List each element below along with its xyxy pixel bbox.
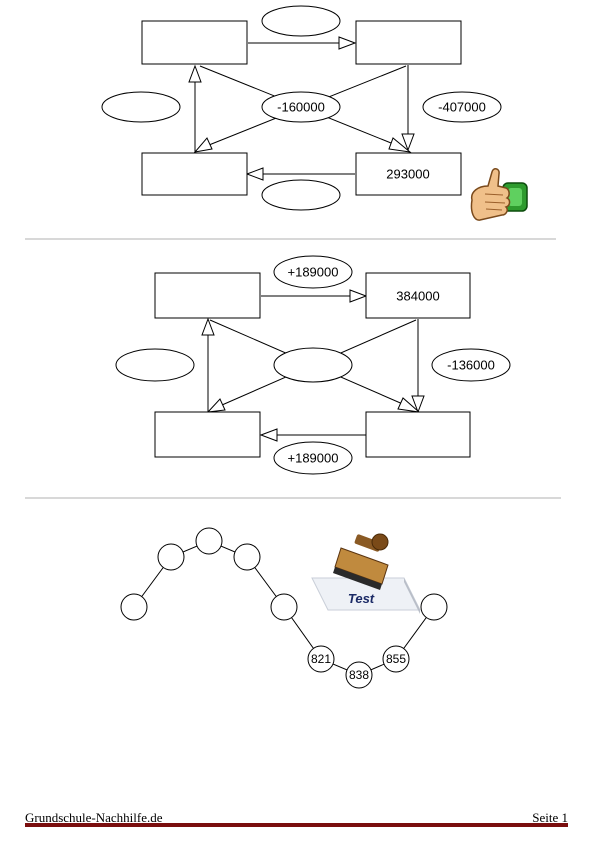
chain-circle[interactable]	[120, 593, 148, 621]
chain-circle[interactable]	[345, 661, 373, 689]
oval-right[interactable]	[431, 348, 511, 382]
oval-left[interactable]	[101, 91, 181, 123]
rubber-stamp-icon[interactable]: Test	[311, 533, 421, 614]
box-bottom-right[interactable]	[365, 411, 471, 458]
chain-circle[interactable]	[420, 593, 448, 621]
oval-right-value: -407000	[438, 100, 486, 115]
oval-left[interactable]	[115, 348, 195, 382]
footer-site-link[interactable]: Grundschule-Nachhilfe.de	[25, 810, 163, 825]
arrowhead	[401, 133, 415, 152]
diagram-1: 293000 -160000 -407000	[101, 5, 502, 211]
arrowhead	[193, 137, 213, 153]
oval-bottom[interactable]	[273, 441, 353, 475]
oval-right[interactable]	[422, 91, 502, 123]
box-top-right-value: 384000	[396, 289, 439, 304]
chain-circle[interactable]	[382, 645, 410, 673]
arrowhead	[245, 167, 264, 181]
oval-top[interactable]	[261, 5, 341, 37]
chain-circle-value: 855	[386, 652, 406, 666]
number-chain: 821 838 855	[120, 527, 448, 689]
oval-bottom[interactable]	[261, 179, 341, 211]
chain-circle[interactable]	[195, 527, 223, 555]
oval-center[interactable]	[261, 91, 341, 123]
chain-circle[interactable]	[157, 543, 185, 571]
chain-circle-value: 821	[311, 652, 331, 666]
stamp-label: Test	[348, 591, 375, 606]
footer-divider	[25, 823, 568, 827]
box-bottom-right-value: 293000	[386, 167, 429, 182]
thumbs-up-icon	[470, 168, 528, 221]
oval-center[interactable]	[273, 347, 353, 383]
arrowhead	[188, 64, 202, 83]
oval-top-value: +189000	[288, 265, 339, 280]
oval-top[interactable]	[273, 255, 353, 289]
arrowhead	[388, 137, 412, 153]
box-bottom-left[interactable]	[141, 152, 248, 196]
chain-circle-value: 838	[349, 668, 369, 682]
box-bottom-right[interactable]	[355, 152, 462, 196]
oval-right-value: -136000	[447, 358, 495, 373]
footer-page-number: Seite 1	[532, 810, 568, 825]
box-top-right[interactable]	[355, 20, 462, 65]
arrowhead	[338, 36, 357, 50]
oval-bottom-value: +189000	[288, 451, 339, 466]
oval-center-value: -160000	[277, 100, 325, 115]
box-top-left[interactable]	[154, 272, 261, 319]
chain-circle[interactable]	[307, 645, 335, 673]
diagram-2: 384000 +189000 -136000 +189000	[115, 255, 511, 475]
box-top-right[interactable]	[365, 272, 471, 319]
arrowhead	[411, 395, 425, 414]
box-top-left[interactable]	[141, 20, 248, 65]
arrowhead	[259, 428, 278, 442]
box-bottom-left[interactable]	[154, 411, 261, 458]
arrowhead	[397, 397, 421, 413]
arrowhead	[201, 317, 215, 336]
chain-circle[interactable]	[233, 543, 261, 571]
chain-circle[interactable]	[270, 593, 298, 621]
arrowhead	[349, 289, 368, 303]
arrowhead	[206, 398, 226, 413]
